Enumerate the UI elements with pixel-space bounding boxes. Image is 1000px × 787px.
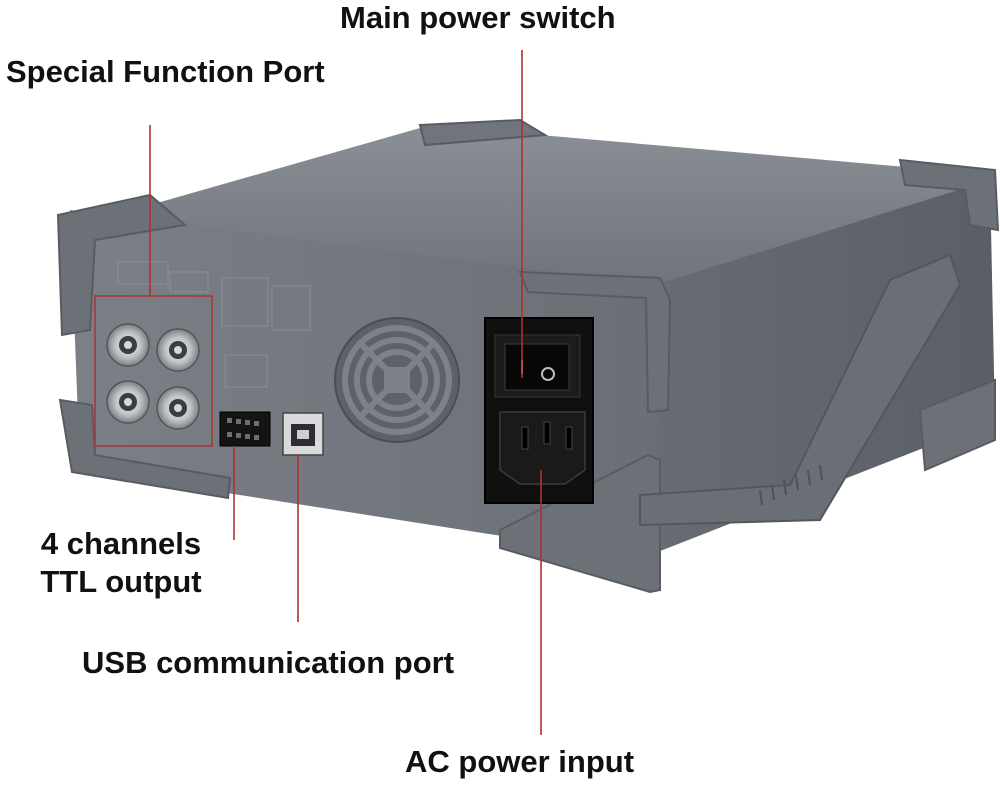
special-function-port-box — [94, 295, 213, 447]
panel-marking-5 — [224, 354, 268, 388]
side-vents — [759, 464, 823, 506]
label-ac-power-input: AC power input — [405, 744, 635, 779]
label-main-power-switch: Main power switch — [340, 0, 616, 35]
carrying-handle — [639, 253, 962, 527]
panel-marking-3 — [221, 277, 269, 327]
bnc-connector-2 — [156, 328, 200, 372]
label-ttl-output: 4 channels TTL output — [26, 525, 216, 601]
panel-marking-2 — [169, 271, 209, 293]
label-usb-communication-port: USB communication port — [82, 645, 455, 680]
ttl-output-header — [219, 411, 271, 447]
bnc-connector-3 — [106, 380, 150, 424]
bumper-bottom-right — [499, 453, 661, 594]
bumper-top-right — [518, 270, 672, 414]
label-ttl-line-2: TTL output — [40, 564, 202, 599]
label-special-function-port: Special Function Port — [6, 54, 325, 89]
bumper-right-bottom — [918, 378, 996, 472]
power-module — [484, 317, 594, 504]
bnc-connector-4 — [156, 386, 200, 430]
fan-grille — [334, 317, 460, 443]
bumper-bottom-left — [58, 398, 232, 500]
bumper-right-top — [898, 158, 1000, 232]
panel-marking-4 — [271, 285, 311, 331]
bnc-connector-1 — [106, 323, 150, 367]
bumper-back-top — [418, 118, 549, 147]
usb-port — [282, 412, 324, 456]
panel-marking-1 — [117, 261, 169, 285]
label-ttl-line-1: 4 channels — [40, 526, 202, 561]
